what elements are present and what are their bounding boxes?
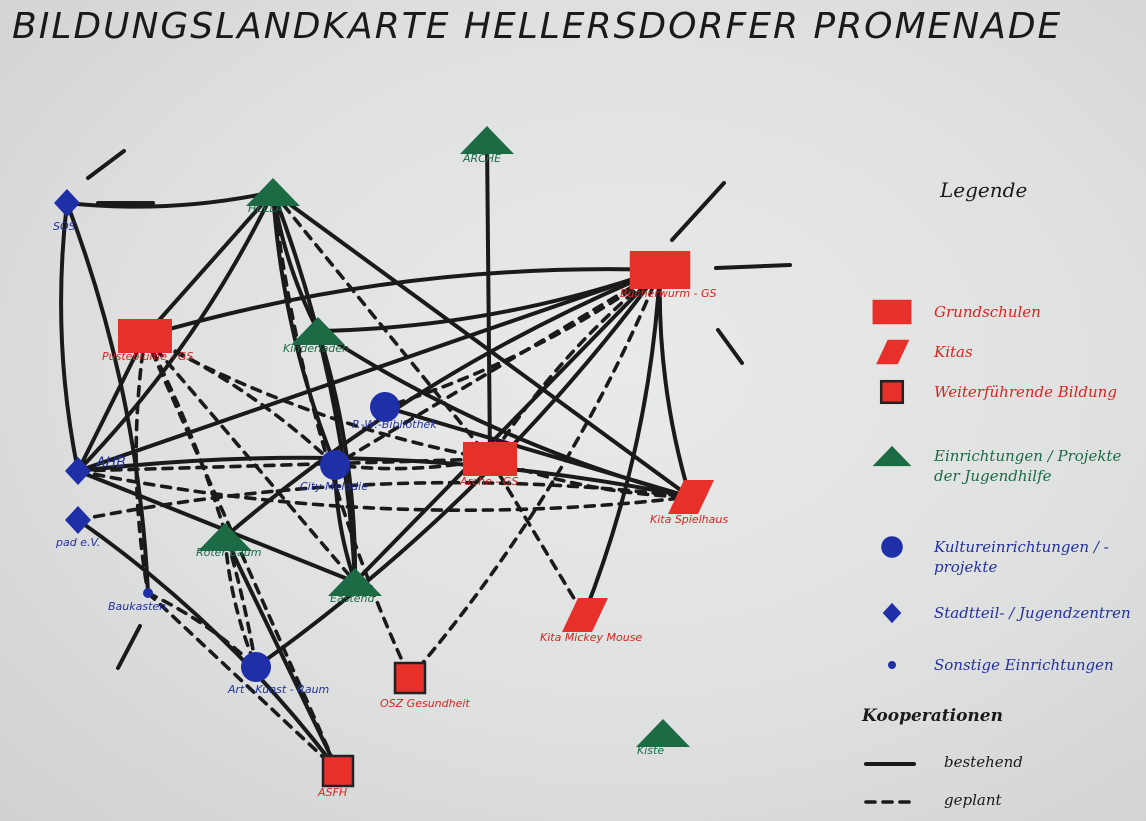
existing-link-hella-sos xyxy=(65,190,275,209)
legend-youth-icon xyxy=(872,445,912,467)
node-kita-spielhaus-icon xyxy=(668,480,714,514)
page-title: BILDUNGSLANDKARTE HELLERSDORFER PROMENAD… xyxy=(12,6,1063,47)
legend-school-icon xyxy=(872,299,912,325)
planned-link-pusteblume-arche_gs xyxy=(143,334,492,461)
existing-link-buecherwurm-kita_spielhaus xyxy=(657,268,692,499)
node-ahb-icon xyxy=(65,457,91,485)
node-osz-icon xyxy=(393,661,427,695)
node-label-roter-baum: Roter Baum xyxy=(196,546,262,559)
planned-link-buecherwurm-bibliothek xyxy=(383,268,662,409)
node-label-citymelodie: City-Melodie xyxy=(300,480,368,493)
node-baukasten-icon xyxy=(143,588,153,598)
existing-link-hella-ahb xyxy=(76,190,275,473)
node-arche-icon xyxy=(460,126,514,154)
stray-stroke xyxy=(714,263,792,270)
node-label-kinderladen: Kinderladen xyxy=(283,342,350,355)
node-pusteblume-icon xyxy=(118,319,172,353)
legend-item-youth: Einrichtungen / Projekte der Jugendhilfe xyxy=(934,447,1122,485)
stray-stroke xyxy=(116,624,142,670)
node-buecherwurm-icon xyxy=(629,250,691,290)
existing-link-ahb-eastend xyxy=(76,469,357,584)
existing-link-baukasten-sos xyxy=(65,201,150,595)
existing-link-arche-arche_gs xyxy=(485,138,492,461)
node-label-bibliothek: P.-W.-Bibliothek xyxy=(352,418,437,431)
legend-cooperation-title: Kooperationen xyxy=(862,706,1003,726)
node-kinderladen-icon xyxy=(291,317,345,345)
node-label-buecherwurm: Bücherwurm - GS xyxy=(620,287,717,300)
node-label-hella: HELLA xyxy=(248,202,284,215)
legend-planned-label: geplant xyxy=(944,791,1002,809)
node-label-arche-gs: Arche - GS xyxy=(460,475,519,488)
legend-title: Legende xyxy=(940,178,1028,202)
legend-item-other: Sonstige Einrichtungen xyxy=(934,656,1114,674)
planned-link-buecherwurm-citymelodie xyxy=(333,268,662,467)
planned-link-pad-kita_spielhaus xyxy=(76,480,692,522)
node-citymelodie-icon xyxy=(320,450,350,480)
planned-link-pusteblume-asfh xyxy=(143,334,340,773)
node-label-pusteblume: Pusteblume - GS xyxy=(102,350,194,363)
planned-link-pusteblume-baukasten xyxy=(134,334,150,595)
planned-link-ahb-arche_gs xyxy=(76,457,492,473)
planned-link-buecherwurm-arche_gs xyxy=(488,268,662,461)
planned-link-arche_gs-kita_mickey xyxy=(488,457,586,617)
legend-item-center: Stadtteil- / Jugendzentren xyxy=(934,604,1131,622)
node-eastend-icon xyxy=(328,568,382,596)
node-art-kunst-icon xyxy=(241,652,271,682)
stray-stroke xyxy=(716,328,744,365)
legend-other-icon xyxy=(888,661,896,669)
node-hella-icon xyxy=(246,178,300,206)
legend-culture-icon xyxy=(881,536,903,558)
node-label-eastend: Eastend xyxy=(330,592,375,605)
node-label-sos: SOS xyxy=(53,220,76,233)
planned-link-baukasten-asfh xyxy=(146,591,340,773)
existing-link-buecherwurm-eastend xyxy=(353,268,662,584)
node-asfh-icon xyxy=(321,754,355,788)
planned-link-buecherwurm-osz xyxy=(408,268,662,680)
legend-item-further: Weiterführende Bildung xyxy=(934,383,1117,401)
node-sos-icon xyxy=(54,189,80,217)
node-label-osz: OSZ Gesundheit xyxy=(380,697,470,710)
stray-stroke xyxy=(86,149,126,180)
existing-link-buecherwurm-pusteblume xyxy=(143,267,662,338)
existing-link-bibliothek-kita_spielhaus xyxy=(383,405,692,499)
node-arche-gs-icon xyxy=(463,442,517,476)
node-label-arche: ARCHE xyxy=(463,152,502,165)
node-label-pad: pad e.V. xyxy=(56,536,101,549)
node-label-kita-mickey: Kita Mickey Mouse xyxy=(540,631,643,644)
node-label-kiste: Kiste xyxy=(637,744,665,757)
node-kita-mickey-icon xyxy=(562,598,608,632)
legend-existing-label: bestehend xyxy=(944,753,1023,771)
legend-center-icon xyxy=(882,602,902,624)
legend-item-school: Grundschulen xyxy=(934,303,1041,321)
legend-further-icon xyxy=(879,379,905,405)
legend-kita-icon xyxy=(876,339,910,365)
node-bibliothek-icon xyxy=(370,392,400,422)
stray-stroke xyxy=(670,181,726,242)
node-label-kita-spielhaus: Kita Spielhaus xyxy=(650,513,729,526)
node-label-baukasten: Baukasten xyxy=(108,600,167,613)
legend-item-kita: Kitas xyxy=(934,343,973,361)
existing-link-buecherwurm-ahb xyxy=(76,268,662,473)
planned-link-ahb-kita_spielhaus xyxy=(76,469,692,513)
existing-link-buecherwurm-art_kunst xyxy=(254,268,662,669)
node-kiste-icon xyxy=(636,719,690,747)
existing-link-hella-pusteblume xyxy=(143,190,275,338)
existing-link-ahb-kita_spielhaus xyxy=(76,455,692,499)
node-pad-icon xyxy=(65,506,91,534)
node-roter-baum-icon xyxy=(198,523,252,551)
planned-link-hella-arche_gs xyxy=(271,190,492,461)
existing-link-buecherwurm-kita_mickey xyxy=(582,268,662,617)
planned-link-pusteblume-eastend xyxy=(143,334,357,584)
node-label-asfh: ASFH xyxy=(318,786,348,799)
node-label-ahb: AHB xyxy=(96,455,126,471)
existing-link-kinderladen-eastend xyxy=(316,329,358,584)
node-label-art-kunst: Art - Kunst - Raum xyxy=(228,683,330,696)
legend-item-culture: Kultureinrichtungen / -projekte xyxy=(934,538,1109,576)
existing-link-pad-asfh xyxy=(76,518,340,773)
planned-link-hella-osz xyxy=(271,190,412,680)
existing-link-sos-ahb xyxy=(59,201,80,473)
